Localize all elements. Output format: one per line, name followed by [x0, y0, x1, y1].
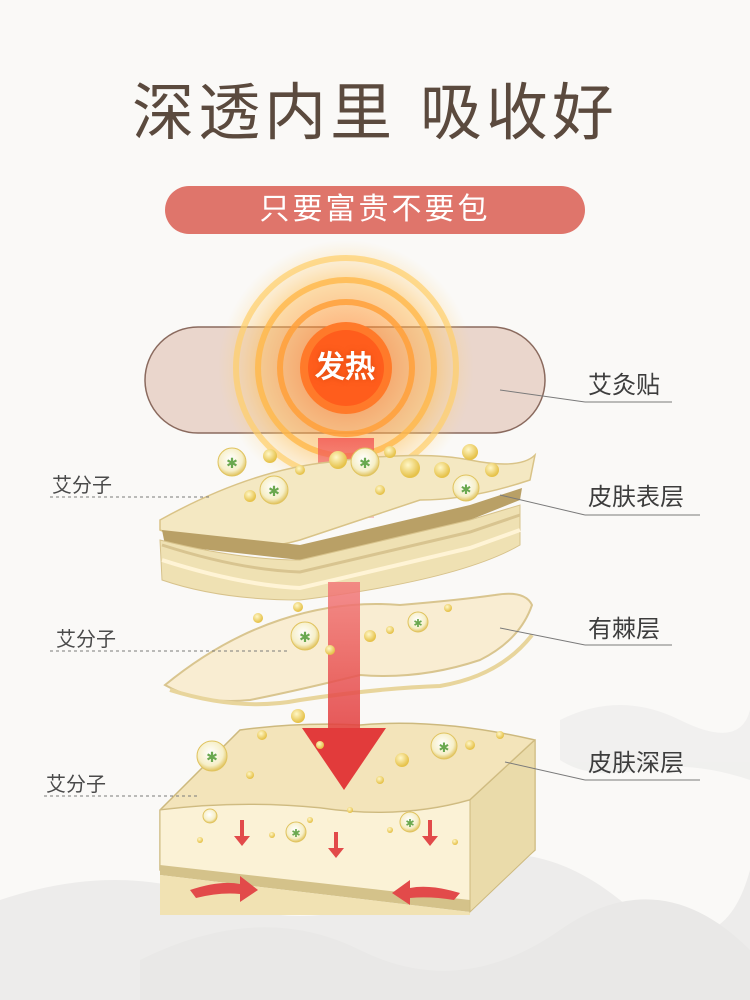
svg-text:✱: ✱ — [461, 483, 472, 498]
down-arrow — [302, 582, 386, 790]
heat-label: 发热 — [315, 350, 375, 385]
skin-surface-layer — [159, 452, 537, 601]
headline: 深透内里 吸收好 — [132, 76, 618, 149]
leader-lines — [44, 389, 700, 797]
svg-text:✱: ✱ — [206, 750, 218, 766]
particles — [197, 444, 504, 845]
svg-text:✱: ✱ — [291, 827, 300, 840]
label-skin-surface: 皮肤表层 — [588, 483, 684, 511]
svg-text:✱: ✱ — [405, 817, 414, 830]
svg-text:✱: ✱ — [268, 484, 280, 500]
svg-text:✱: ✱ — [359, 456, 371, 472]
label-moxa-molecule-3: 艾分子 — [46, 772, 106, 796]
svg-text:✱: ✱ — [413, 617, 422, 630]
label-moxa-molecule-1: 艾分子 — [52, 473, 112, 497]
label-moxa-molecule-2: 艾分子 — [56, 627, 116, 651]
moxa-molecules: ✱ ✱ ✱ ✱ ✱ ✱ ✱ ✱ ✱ ✱ — [196, 447, 480, 843]
label-patch: 艾灸贴 — [588, 371, 660, 399]
svg-text:✱: ✱ — [299, 630, 311, 646]
side-arrows — [190, 876, 460, 905]
skin-deep-layer — [159, 722, 536, 915]
svg-text:✱: ✱ — [439, 741, 450, 756]
slogan-pill: 只要富贵不要包 — [165, 186, 585, 234]
label-spinous-layer: 有棘层 — [588, 615, 660, 643]
label-skin-deep: 皮肤深层 — [588, 749, 684, 777]
svg-text:✱: ✱ — [226, 456, 238, 472]
small-down-arrows — [234, 820, 438, 858]
